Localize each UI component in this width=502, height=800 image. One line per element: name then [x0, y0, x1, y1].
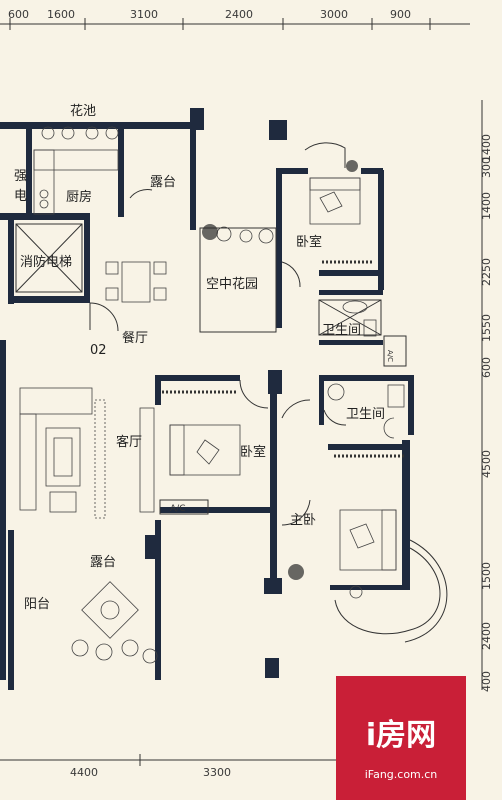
- top-dim-2: 1600: [47, 8, 75, 21]
- bottom-dim-1: 4400: [70, 766, 98, 779]
- top-dim-5: 3000: [320, 8, 348, 21]
- label-terrace-bottom: 露台: [90, 555, 116, 570]
- partitions: [89, 142, 448, 643]
- right-dim-5: 1550: [480, 314, 493, 342]
- right-dim-3: 1400: [480, 192, 493, 220]
- label-balcony: 阳台: [24, 597, 50, 612]
- label-terrace-top: 露台: [150, 175, 176, 190]
- label-master-bedroom: 主卧: [290, 513, 316, 528]
- label-unit-number: 02: [90, 343, 107, 358]
- right-dim-4: 2250: [480, 258, 493, 286]
- bottom-dim-2: 3300: [203, 766, 231, 779]
- right-dimension-labels: 1400 300 1400 2250 1550 600 4500 1500 24…: [480, 134, 493, 692]
- label-living: 客厅: [116, 434, 142, 450]
- room-labels: 花池 强 电 厨房 露台 消防电梯 餐厅 空中花园 卧室 卫生间 卫生间 02 …: [14, 103, 394, 612]
- right-dim-8: 1500: [480, 562, 493, 590]
- watermark-site-text: iFang.com.cn: [364, 768, 438, 781]
- label-fire-elevator: 消防电梯: [20, 254, 72, 270]
- right-dim-1: 1400: [480, 134, 493, 162]
- label-bedroom-mid: 卧室: [240, 444, 266, 460]
- label-bedroom-top: 卧室: [296, 234, 322, 250]
- label-bathroom-b: 卫生间: [346, 407, 385, 422]
- label-strong-electric-1: 强: [14, 169, 27, 184]
- right-dim-10: 400: [480, 671, 493, 692]
- label-sky-garden: 空中花园: [206, 276, 258, 292]
- label-dining: 餐厅: [122, 330, 148, 346]
- right-dim-9: 2400: [480, 622, 493, 650]
- top-dim-3: 3100: [130, 8, 158, 21]
- label-ac-1: A/C: [386, 350, 394, 362]
- walls: [0, 108, 414, 690]
- right-dim-7: 4500: [480, 450, 493, 478]
- label-flower-bed: 花池: [70, 103, 96, 119]
- label-bathroom-a: 卫生间: [322, 323, 361, 338]
- furniture: [19, 126, 405, 664]
- label-ac-2: A/C: [170, 504, 185, 514]
- right-dim-6: 600: [480, 357, 493, 378]
- watermark-logo: i房网 iFang.com.cn: [336, 676, 466, 800]
- right-dim-2: 300: [480, 157, 493, 178]
- top-dim-1: 600: [8, 8, 29, 21]
- label-kitchen: 厨房: [66, 189, 92, 205]
- watermark-logo-text: i房网: [365, 718, 437, 753]
- label-strong-electric-2: 电: [14, 189, 27, 204]
- fire-elevator-shaft: [15, 223, 83, 293]
- top-dim-6: 900: [390, 8, 411, 21]
- bottom-dimension-labels: 4400 3300: [70, 766, 231, 779]
- top-dimension-labels: 600 1600 3100 2400 3000 900: [8, 8, 411, 21]
- top-dim-4: 2400: [225, 8, 253, 21]
